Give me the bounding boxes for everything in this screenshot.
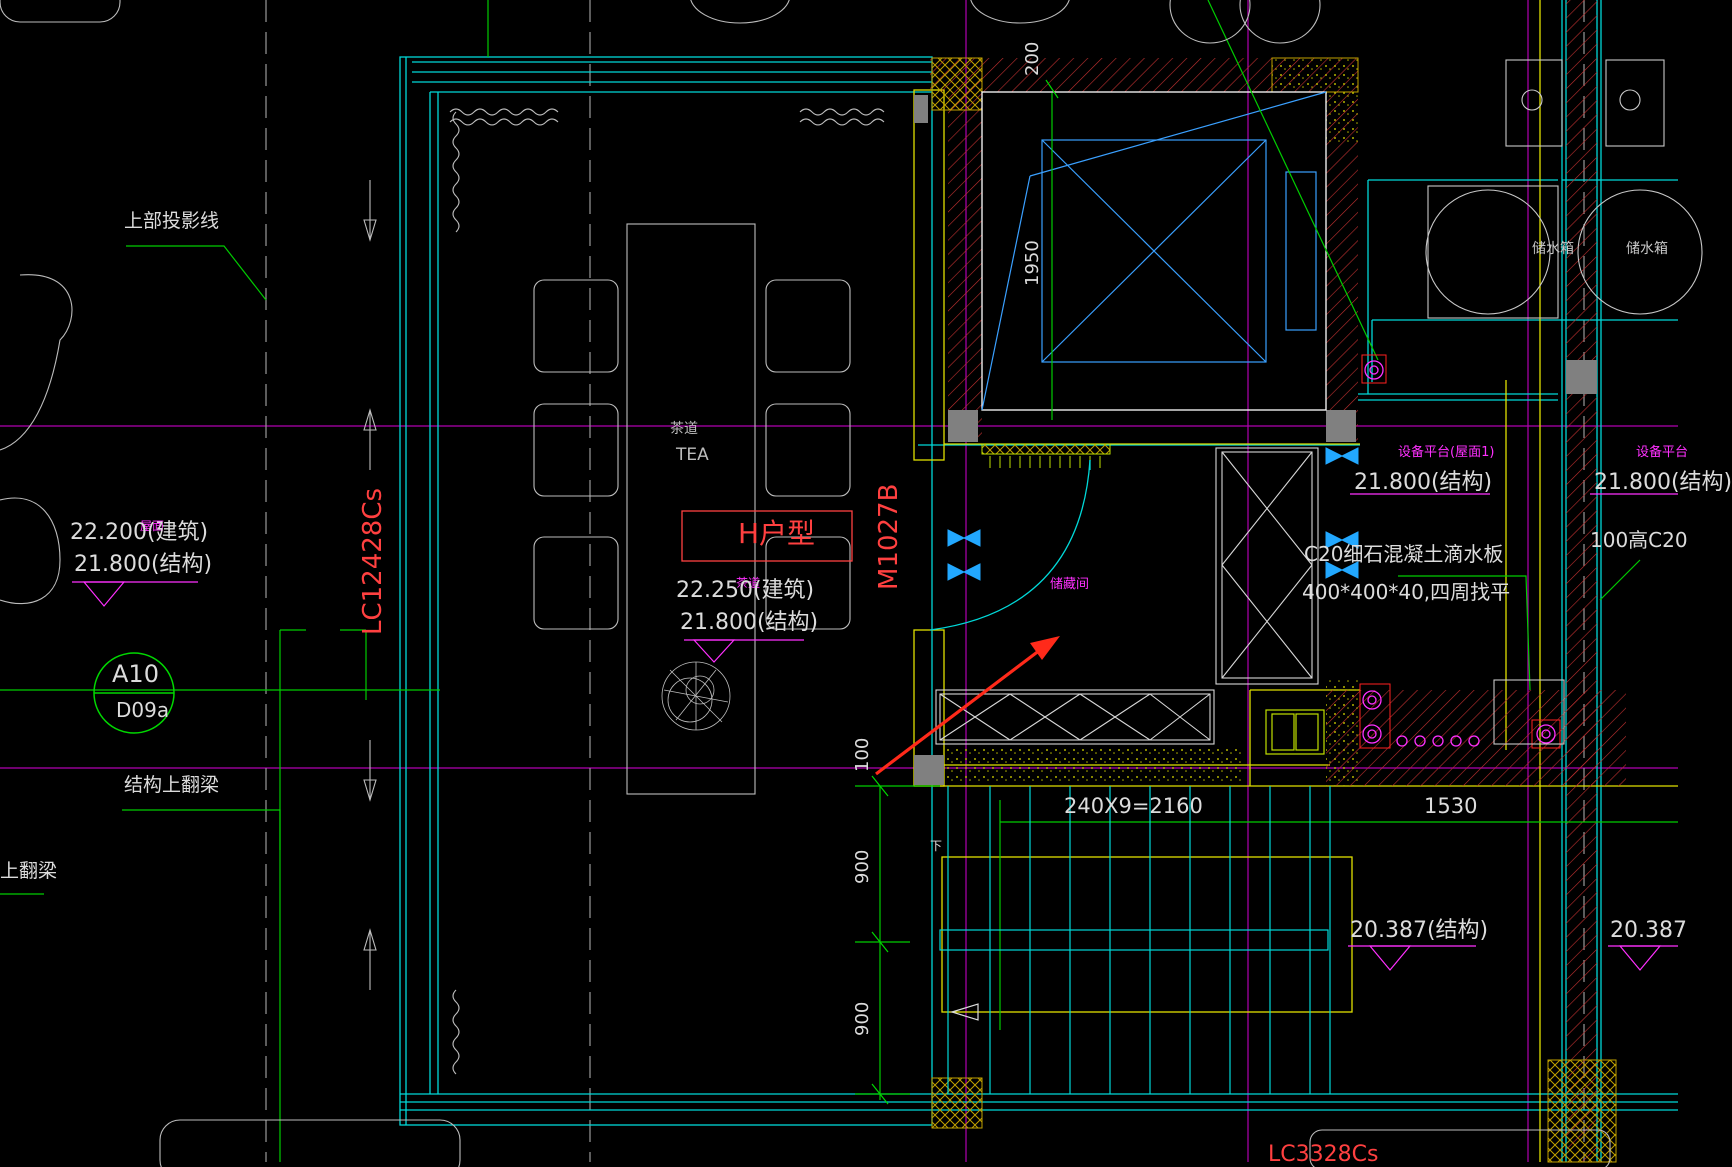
bottom-window-tag: LC3328Cs (1268, 1142, 1379, 1167)
tea-furniture (0, 0, 1611, 1167)
unit-type-box (681, 510, 853, 562)
tea-cn-label: 茶道 (670, 421, 698, 437)
elev-mid-arch: 22.250(建筑) (676, 578, 815, 603)
equip-platform-right-label: 设备平台 (1636, 445, 1689, 460)
door-tag-label: M1027B (874, 483, 904, 590)
elev-mid-struct: 21.800(结构) (680, 610, 819, 635)
equip-platform-label: 设备平台(屋面1) (1398, 445, 1495, 460)
elevation-triangles (72, 493, 1678, 971)
stair-elev-label: 20.387(结构) (1350, 918, 1489, 943)
elev-left-struct: 21.800(结构) (74, 552, 213, 577)
stair-dim-label: 240X9=2160 (1064, 794, 1203, 818)
water-tank-label-1: 储水箱 (1532, 241, 1574, 257)
red-pointer-arrow (875, 636, 1060, 776)
stair-elev-right-label: 20.387 (1610, 918, 1687, 943)
detail-circle (93, 652, 175, 734)
right-note: 100高C20 (1590, 528, 1688, 552)
stair (939, 786, 1331, 1094)
struct-upturn-beam-label: 结构上翻梁 (124, 774, 220, 796)
elev-left-tag: 屋面 (140, 519, 165, 533)
concrete-note-1: C20细石混凝土滴水板 (1304, 542, 1504, 566)
plant-symbol (661, 661, 731, 731)
concrete-note-2: 400*400*40,四周找平 (1302, 580, 1511, 604)
red-markers (1359, 354, 1561, 749)
tea-small-label: 茶道 (736, 576, 761, 590)
cyan-wall-lines (399, 0, 1678, 1162)
dim-900a-label: 900 (852, 849, 873, 884)
elevator-car (981, 91, 1327, 411)
dimension-ticks (871, 79, 1059, 1105)
elev-left-arch: 22.200(建筑) (70, 520, 209, 545)
storage-room-label: 储藏间 (1050, 577, 1090, 592)
window-tag-label: LC12428Cs (358, 487, 388, 635)
fixtures (1265, 709, 1325, 755)
dim-900b-label: 900 (852, 1001, 873, 1036)
elevator-door-sill (981, 443, 1111, 468)
tea-en-label: TEA (676, 445, 709, 465)
dim-1950-label: 1950 (1022, 240, 1043, 286)
water-tank-label-2: 储水箱 (1626, 241, 1668, 257)
detail-circle-bottom: D09a (116, 698, 170, 722)
upturn-beam-partial-label: 上翻梁 (0, 860, 58, 882)
elev-far-right-struct: 21.800(结构) (1594, 470, 1732, 495)
wall-hatch (914, 0, 1626, 1163)
dim-100-label: 100 (852, 737, 873, 772)
unit-type-label: H户型 (738, 517, 816, 550)
valve-symbols (947, 447, 1359, 581)
door-swing (929, 459, 1091, 631)
pipe-symbols (1362, 360, 1556, 747)
direction-arrows (363, 108, 885, 1075)
stair-down-label: 下 (930, 839, 943, 853)
dim-200-label: 200 (1022, 41, 1043, 76)
upper-projection-label: 上部投影线 (124, 210, 220, 232)
green-leader-lines (0, 0, 1678, 1162)
dim-1530-label: 1530 (1424, 794, 1478, 818)
detail-circle-top: A10 (112, 660, 159, 688)
storage-shelving (935, 447, 1319, 745)
water-tanks (1425, 59, 1703, 745)
elev-right-struct: 21.800(结构) (1354, 470, 1493, 495)
